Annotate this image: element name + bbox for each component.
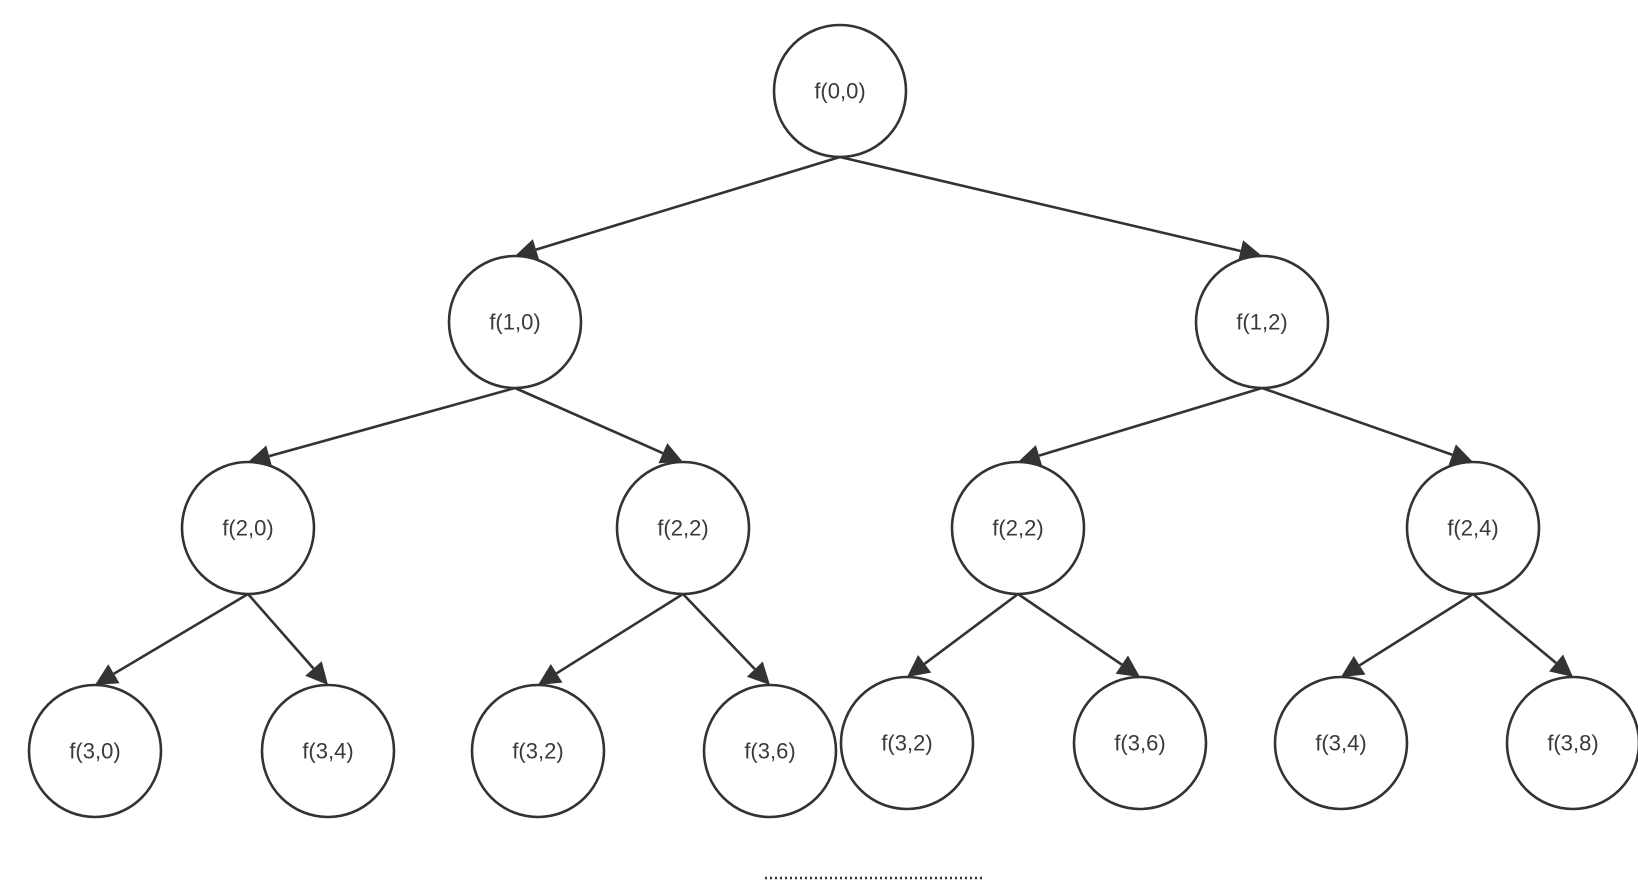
tree-node: f(3,6)	[1072, 675, 1208, 811]
tree-node: f(2,0)	[180, 460, 316, 596]
node-circle	[615, 460, 751, 596]
edge-line	[247, 593, 315, 670]
tree-edge	[682, 593, 770, 685]
node-circle	[180, 460, 316, 596]
tree-edge	[538, 592, 684, 685]
tree-edge	[1017, 592, 1140, 677]
tree-edge	[247, 593, 328, 685]
tree-node: f(3,4)	[1273, 675, 1409, 811]
node-circle	[950, 460, 1086, 596]
edge-line	[514, 386, 664, 455]
tree-edge	[907, 592, 1019, 677]
tree-edge	[1341, 592, 1474, 677]
tree-node: f(3,2)	[839, 675, 975, 811]
node-circle	[772, 23, 908, 159]
edge-line	[1038, 386, 1263, 457]
node-label: f(3,8)	[1547, 731, 1598, 756]
node-label: f(1,2)	[1236, 310, 1287, 335]
node-label: f(0,0)	[814, 79, 865, 104]
tree-node: f(2,4)	[1405, 460, 1541, 596]
edge-line	[1017, 592, 1123, 666]
node-label: f(3,4)	[1315, 731, 1366, 756]
edges-layer	[95, 155, 1573, 685]
node-label: f(3,2)	[881, 731, 932, 756]
arrow-head-icon	[1448, 444, 1473, 466]
edge-line	[1472, 592, 1557, 664]
tree-node: f(3,0)	[27, 683, 163, 819]
arrow-head-icon	[907, 655, 932, 677]
edge-line	[555, 592, 684, 675]
arrow-head-icon	[515, 239, 540, 261]
arrow-head-icon	[1018, 445, 1043, 467]
edge-line	[1261, 386, 1453, 456]
edge-line	[535, 155, 841, 251]
arrow-head-icon	[658, 443, 683, 464]
node-label: f(3,4)	[302, 739, 353, 764]
node-circle	[1405, 460, 1541, 596]
tree-node: f(2,2)	[615, 460, 751, 596]
tree-edge	[1261, 386, 1473, 466]
tree-edge	[1472, 592, 1573, 677]
arrow-head-icon	[1549, 654, 1573, 677]
tree-node: f(1,2)	[1194, 254, 1330, 390]
tree-edge	[1018, 386, 1263, 467]
edge-line	[113, 592, 249, 675]
node-label: f(2,0)	[222, 516, 273, 541]
arrow-head-icon	[305, 661, 328, 685]
tree-node: f(3,8)	[1505, 675, 1638, 811]
arrow-head-icon	[538, 663, 563, 685]
node-label: f(3,0)	[69, 739, 120, 764]
arrow-head-icon	[1341, 655, 1366, 677]
edge-line	[839, 155, 1241, 253]
node-label: f(3,2)	[512, 739, 563, 764]
node-label: f(3,6)	[744, 739, 795, 764]
node-circle	[27, 683, 163, 819]
tree-edge	[95, 592, 249, 685]
node-label: f(2,4)	[1447, 516, 1498, 541]
tree-edge	[248, 386, 516, 467]
node-circle	[702, 683, 838, 819]
node-label: f(2,2)	[992, 516, 1043, 541]
node-circle	[839, 675, 975, 811]
nodes-layer: f(0,0) f(1,0) f(1,2) f(2,0) f(2,2) f(2,2) f(2,…	[27, 23, 1638, 819]
arrow-head-icon	[1115, 655, 1140, 677]
tree-edge	[514, 386, 683, 464]
node-circle	[1273, 675, 1409, 811]
node-label: f(3,6)	[1114, 731, 1165, 756]
node-circle	[470, 683, 606, 819]
tree-edge	[515, 155, 841, 261]
node-circle	[447, 254, 583, 390]
edge-line	[1358, 592, 1474, 667]
tree-node: f(2,2)	[950, 460, 1086, 596]
tree-node: f(1,0)	[447, 254, 583, 390]
tree-edge	[839, 155, 1262, 262]
node-circle	[260, 683, 396, 819]
tree-node: f(3,2)	[470, 683, 606, 819]
node-label: f(1,0)	[489, 310, 540, 335]
edge-line	[923, 592, 1019, 665]
arrow-head-icon	[95, 664, 120, 685]
node-label: f(2,2)	[657, 516, 708, 541]
tree-node: f(3,6)	[702, 683, 838, 819]
node-circle	[1072, 675, 1208, 811]
node-circle	[1194, 254, 1330, 390]
node-circle	[1505, 675, 1638, 811]
edge-line	[682, 593, 756, 670]
arrow-head-icon	[746, 661, 770, 685]
tree-node: f(0,0)	[772, 23, 908, 159]
tree-node: f(3,4)	[260, 683, 396, 819]
edge-line	[268, 386, 516, 458]
